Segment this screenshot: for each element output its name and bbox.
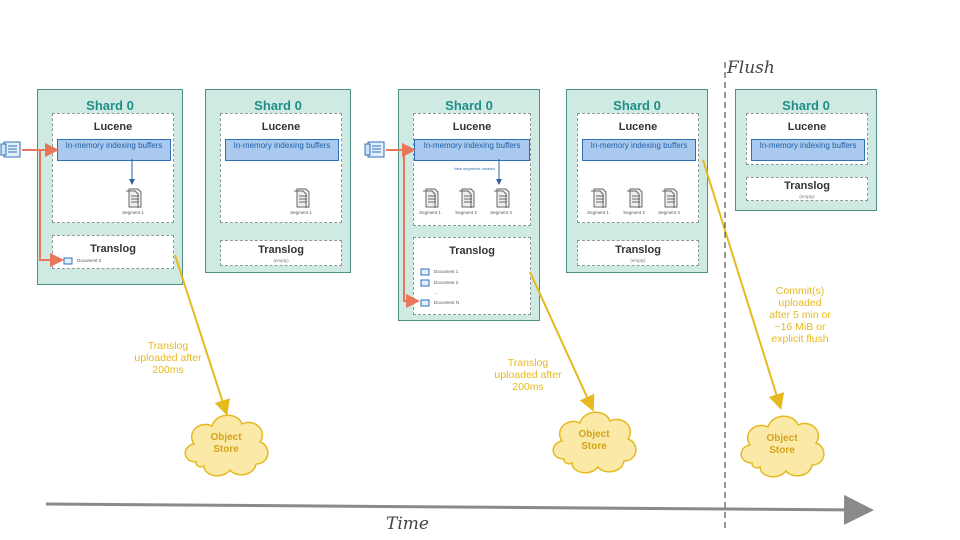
segment-icon	[459, 188, 475, 208]
translog-ellipsis: ...	[434, 290, 438, 295]
segment-icon	[591, 188, 607, 208]
translog-upload-note-2: Translog uploaded after 200ms	[494, 357, 562, 393]
shard-card-5: Shard 0 Lucene In-memory indexing buffer…	[735, 89, 877, 211]
segment-label: Segment 1	[122, 210, 144, 215]
object-store-cloud-1: Object Store	[178, 406, 274, 482]
shard-card-4: Shard 0 Lucene In-memory indexing buffer…	[566, 89, 708, 273]
segment-item: Segment 2	[450, 188, 482, 215]
segment-label: Segment 1	[587, 210, 609, 215]
lucene-panel: Lucene In-memory indexing buffers	[746, 113, 868, 165]
segment-item: Segment 1	[414, 188, 446, 215]
lucene-title: Lucene	[618, 121, 658, 133]
segment-item: Segment 1	[117, 188, 149, 215]
lucene-title: Lucene	[452, 121, 492, 133]
incoming-document-icon	[0, 140, 22, 165]
new-segments-caption: New segments created	[454, 166, 495, 171]
cloud-icon	[184, 414, 269, 477]
indexing-buffer: In-memory indexing buffers	[225, 139, 339, 161]
lucene-panel: Lucene In-memory indexing buffers Segmen…	[577, 113, 699, 223]
segment-item: Segment 1	[285, 188, 317, 215]
segment-icon	[423, 188, 439, 208]
shard-title: Shard 0	[86, 98, 134, 113]
shard-title: Shard 0	[254, 98, 302, 113]
segment-item: Segment 1	[582, 188, 614, 215]
translog-title: Translog	[258, 244, 304, 256]
lucene-panel: Lucene In-memory indexing buffers Segmen…	[220, 113, 342, 223]
segment-item: Segment 3	[653, 188, 685, 215]
segment-icon	[662, 188, 678, 208]
shard-card-2: Shard 0 Lucene In-memory indexing buffer…	[205, 89, 351, 273]
indexing-buffer: In-memory indexing buffers	[57, 139, 171, 161]
segment-icon	[494, 188, 510, 208]
object-store-cloud-3: Object Store	[734, 407, 830, 483]
indexing-buffer: In-memory indexing buffers	[751, 139, 865, 161]
translog-panel: Translog (empty)	[220, 240, 342, 266]
segment-icon	[627, 188, 643, 208]
shard-title: Shard 0	[782, 98, 830, 113]
shard-card-1: Shard 0 Lucene In-memory indexing buffer…	[37, 89, 183, 285]
segment-label: Segment 2	[455, 210, 477, 215]
translog-title: Translog	[90, 243, 136, 255]
segment-label: Segment 3	[490, 210, 512, 215]
lucene-panel: Lucene In-memory indexing buffers New se…	[413, 113, 531, 226]
lucene-panel: Lucene In-memory indexing buffers Segmen…	[52, 113, 174, 223]
lucene-title: Lucene	[261, 121, 301, 133]
shard-card-3: Shard 0 Lucene In-memory indexing buffer…	[398, 89, 540, 321]
cloud-icon	[552, 411, 637, 474]
segment-item: Segment 3	[485, 188, 517, 215]
object-store-cloud-2: Object Store	[546, 403, 642, 479]
segment-label: Segment 3	[658, 210, 680, 215]
translog-document: Document 1	[420, 268, 458, 276]
translog-empty: (empty)	[630, 258, 646, 263]
translog-title: Translog	[449, 245, 495, 257]
segment-item: Segment 2	[618, 188, 650, 215]
translog-document: Document 2	[420, 279, 458, 287]
segment-label: Segment 2	[623, 210, 645, 215]
translog-title: Translog	[615, 244, 661, 256]
translog-document: Document N	[420, 299, 459, 307]
indexing-buffer: In-memory indexing buffers	[414, 139, 530, 161]
object-store-label: Object Store	[578, 429, 610, 452]
translog-empty: (empty)	[273, 258, 289, 263]
incoming-document-icon	[364, 140, 386, 165]
translog-title: Translog	[784, 180, 830, 192]
segment-label: Segment 1	[419, 210, 441, 215]
object-store-label: Object Store	[210, 432, 242, 455]
shard-title: Shard 0	[613, 98, 661, 113]
translog-upload-note-1: Translog uploaded after 200ms	[134, 340, 202, 376]
lucene-title: Lucene	[787, 121, 827, 133]
cloud-icon	[740, 415, 825, 478]
translog-panel: Translog (empty)	[577, 240, 699, 266]
object-store-label: Object Store	[766, 433, 798, 456]
segment-icon	[126, 188, 142, 208]
commit-upload-note: Commit(s) uploaded after 5 min or ~16 Mi…	[769, 285, 831, 345]
shard-title: Shard 0	[445, 98, 493, 113]
translog-panel: Translog Document 0	[52, 235, 174, 269]
translog-panel: Translog Document 1 Document 2 ... Docum…	[413, 237, 531, 315]
translog-document: Document 0	[63, 257, 101, 265]
flush-label: Flush	[727, 58, 775, 78]
lucene-title: Lucene	[93, 121, 133, 133]
translog-empty: (empty)	[799, 194, 815, 199]
segment-icon	[294, 188, 310, 208]
segment-label: Segment 1	[290, 210, 312, 215]
time-label: Time	[386, 514, 429, 534]
translog-panel: Translog (empty)	[746, 177, 868, 201]
indexing-buffer: In-memory indexing buffers	[582, 139, 696, 161]
